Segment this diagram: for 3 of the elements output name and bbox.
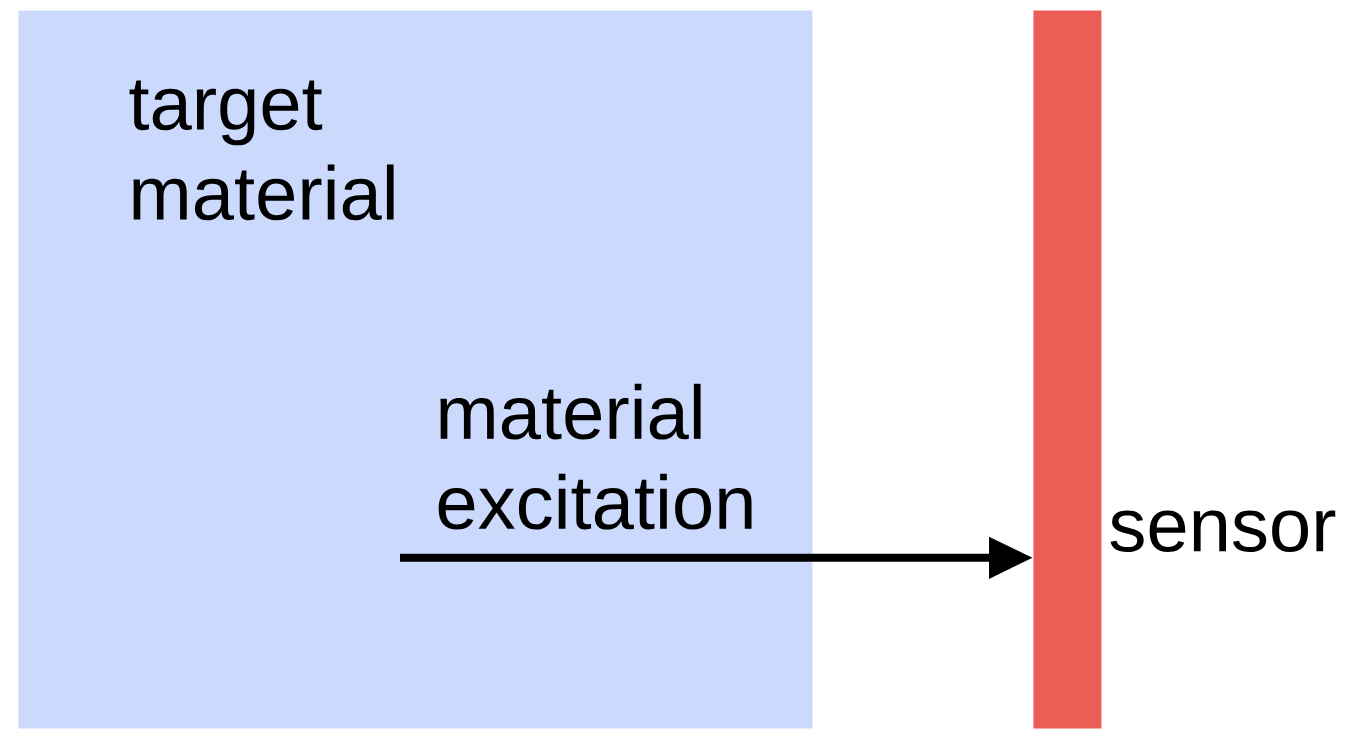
node-label: sensor [1110, 510, 1336, 553]
edge-label: material excitation [438, 383, 752, 530]
sensor-bar: sensor [1033, 10, 1336, 729]
